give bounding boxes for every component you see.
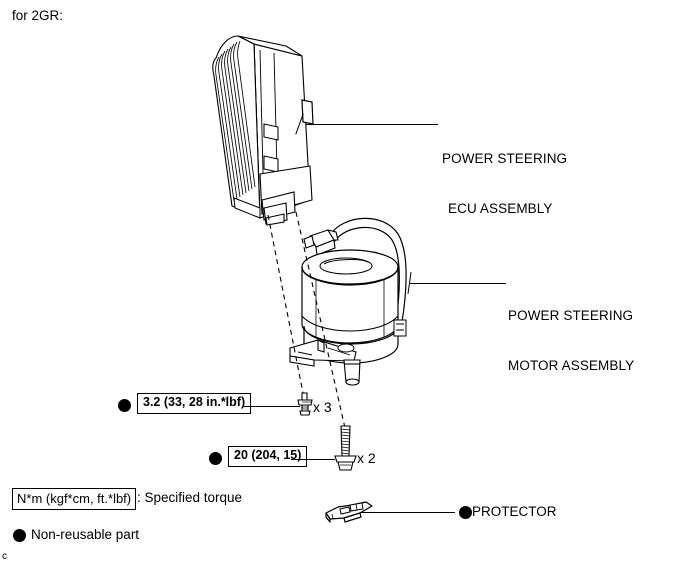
bolt-icon-long — [334, 425, 357, 471]
non-reusable-bullet-spec-2 — [209, 452, 222, 465]
legend-torque-unit-box: N*m (kgf*cm, ft.*lbf) — [12, 488, 137, 511]
protector-leader-line — [360, 512, 455, 513]
legend-non-reusable-bullet — [13, 529, 26, 542]
non-reusable-bullet-protector — [459, 506, 472, 519]
protector-label: PROTECTOR — [472, 504, 557, 519]
bolt-icon-small — [297, 392, 313, 416]
ecu-leader-line — [306, 124, 438, 125]
legend-non-reusable-label: Non-reusable part — [31, 527, 140, 542]
motor-label-line1: POWER STEERING — [508, 307, 634, 323]
footer-page-mark: c — [2, 551, 7, 562]
motor-callout-label: POWER STEERING MOTOR ASSEMBLY — [508, 274, 634, 409]
ecu-label-line2: ECU ASSEMBLY — [448, 201, 553, 217]
motor-label-line2: MOTOR ASSEMBLY — [508, 358, 635, 374]
ecu-label-line1: POWER STEERING — [442, 150, 568, 166]
motor-leader-line — [410, 283, 506, 284]
torque-spec-1-quantity: x 3 — [313, 399, 332, 415]
power-steering-ecu-illustration — [212, 35, 314, 226]
torque-spec-1-leader-line — [244, 406, 300, 407]
non-reusable-bullet-spec-1 — [118, 399, 131, 412]
torque-spec-2-quantity: x 2 — [357, 450, 376, 466]
power-steering-motor-illustration — [289, 217, 407, 386]
torque-spec-box-1: 3.2 (33, 28 in.*lbf) — [137, 393, 252, 414]
torque-spec-box-2: 20 (204, 15) — [228, 446, 308, 467]
ecu-leader-tick — [295, 113, 304, 135]
torque-spec-2-leader-line — [291, 459, 335, 460]
legend-torque-meaning: : Specified torque — [137, 490, 243, 505]
ecu-callout-label: POWER STEERING ECU ASSEMBLY — [442, 117, 567, 252]
applicability-note: for 2GR: — [12, 8, 64, 23]
